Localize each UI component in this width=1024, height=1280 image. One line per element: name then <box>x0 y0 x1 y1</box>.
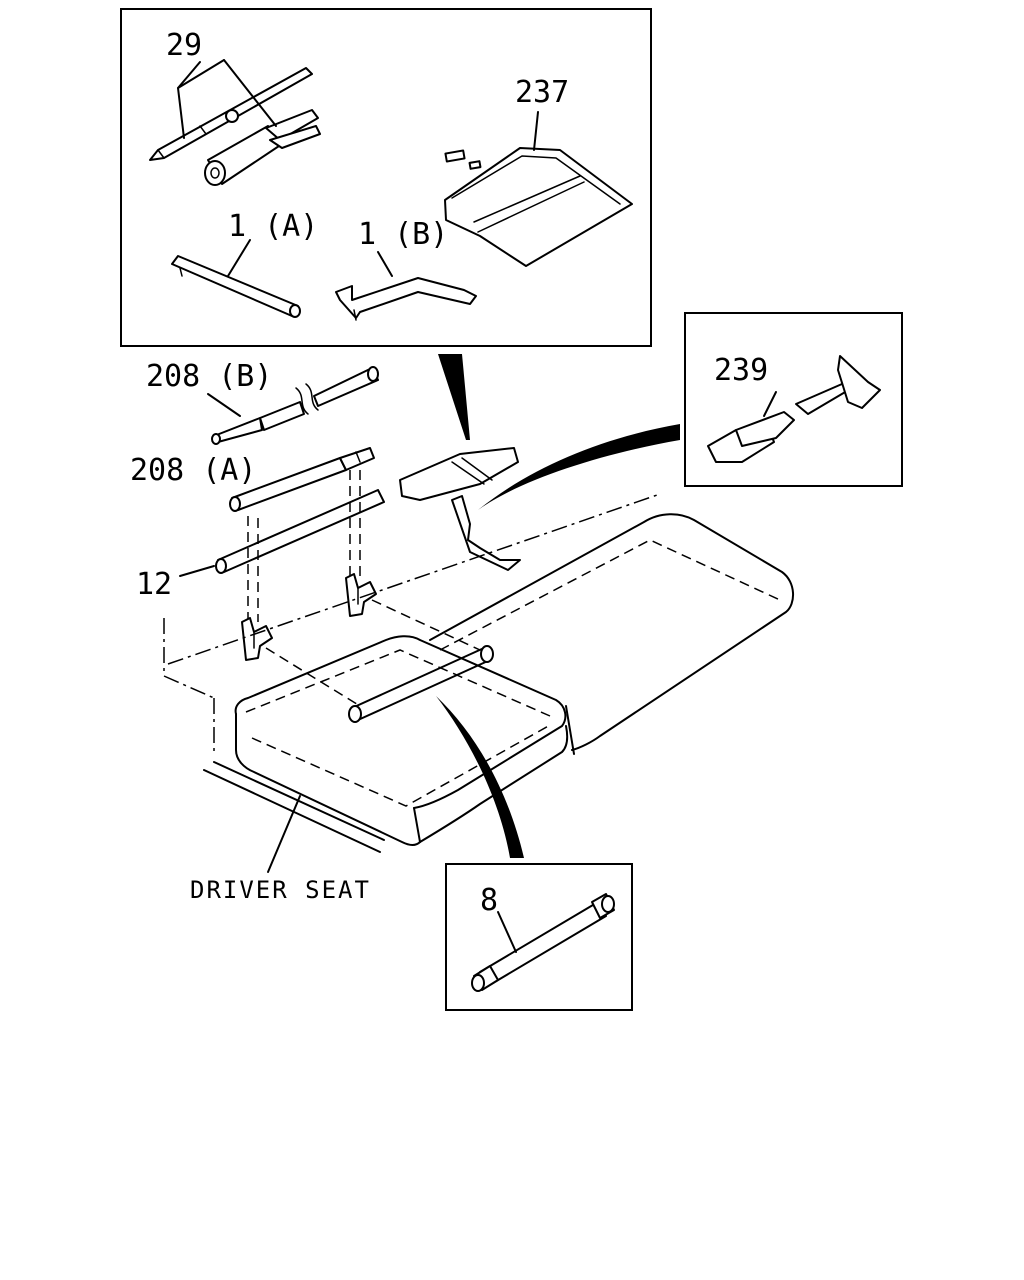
label-239: 239 <box>714 353 768 388</box>
label-208b: 208 (B) <box>146 359 272 394</box>
label-12: 12 <box>136 567 172 602</box>
label-1b: 1 (B) <box>358 217 448 252</box>
strap-inset: 239 <box>684 312 903 487</box>
bar-part-12 <box>179 489 385 577</box>
tool-bag-part-237 <box>444 111 633 267</box>
bracket-right <box>345 573 377 617</box>
bar-part-208a <box>229 447 375 512</box>
label-237: 237 <box>515 75 569 110</box>
pointer-wedge-right <box>478 424 680 510</box>
handle-part-1b <box>335 251 477 321</box>
stowed-tool-bag <box>399 447 519 501</box>
label-driver-seat: DRIVER SEAT <box>190 876 371 904</box>
bracket-left <box>241 617 273 661</box>
seat-assembly <box>163 493 794 873</box>
handle-part-1a <box>171 239 301 318</box>
label-8: 8 <box>480 883 498 918</box>
label-29: 29 <box>166 28 202 63</box>
guide-line <box>265 647 361 707</box>
pointer-wedge-bottom <box>436 696 524 858</box>
guide-line <box>371 599 481 651</box>
pointer-wedge-top <box>438 354 470 440</box>
label-1a: 1 (A) <box>228 209 318 244</box>
bar-part-208b <box>207 366 379 445</box>
label-208a: 208 (A) <box>130 453 256 488</box>
wrench-inset: 8 <box>445 863 633 1011</box>
wrench-part-8 <box>471 893 615 992</box>
seat-wrench <box>348 645 494 723</box>
strap-part-239 <box>707 355 881 463</box>
wrench-set-part-29 <box>149 59 321 186</box>
bracket-center <box>451 495 521 571</box>
tool-kit-inset: 29 237 1 (A) 1 (B) <box>120 8 652 347</box>
